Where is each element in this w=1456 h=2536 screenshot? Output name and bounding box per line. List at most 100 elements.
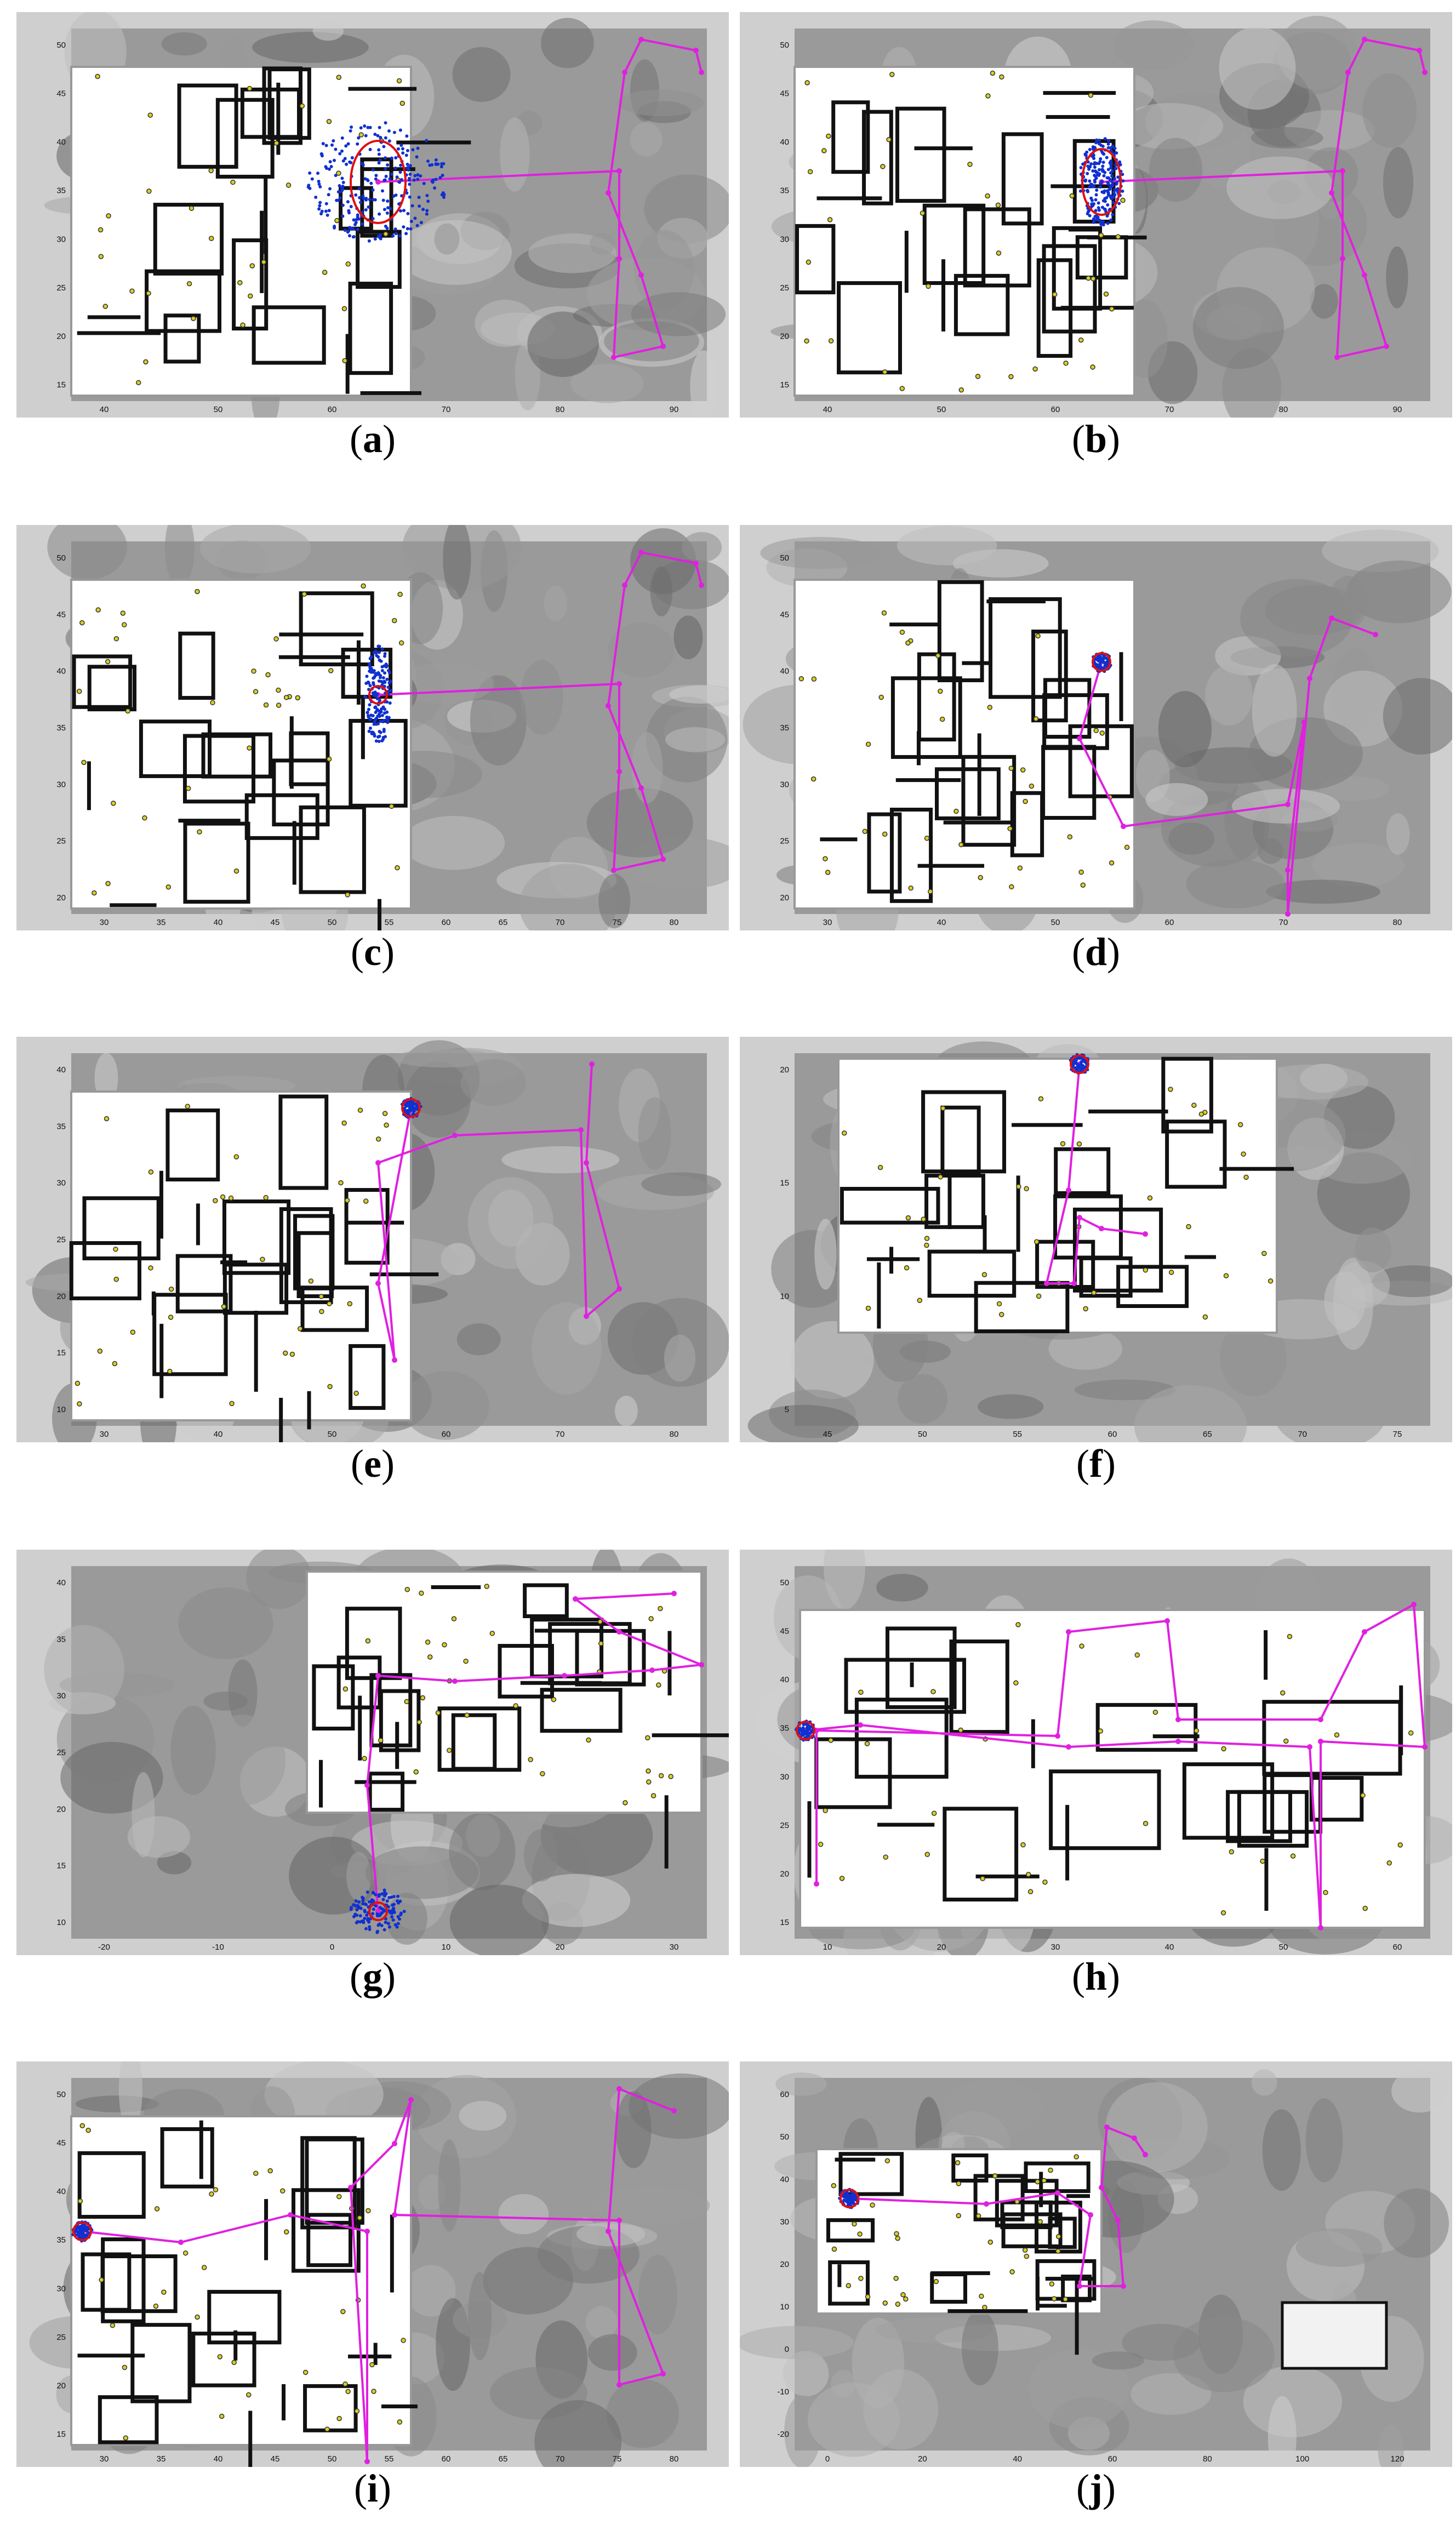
x-tick-label: 80 xyxy=(1279,405,1288,414)
y-tick-label: 25 xyxy=(780,837,789,846)
walls xyxy=(820,580,1134,903)
x-tick-label: 60 xyxy=(442,1430,451,1439)
y-tick-label: 30 xyxy=(56,235,66,244)
x-tick-label: 40 xyxy=(214,1430,223,1439)
landmarks xyxy=(76,583,404,898)
y-tick-label: 20 xyxy=(56,893,66,903)
x-tick-label: 75 xyxy=(1393,1430,1402,1439)
x-tick-label: 60 xyxy=(1108,2454,1117,2464)
panel-caption: (h) xyxy=(1071,1955,1120,1998)
panel-caption: (e) xyxy=(351,1442,395,1486)
x-tick-label: 60 xyxy=(1108,1430,1117,1439)
trajectory-markers xyxy=(375,550,704,873)
panel-caption: (f) xyxy=(1076,1442,1116,1486)
x-tick-label: 70 xyxy=(442,405,451,414)
x-tick-label: 80 xyxy=(670,918,679,927)
x-tick-label: 50 xyxy=(1051,918,1060,927)
y-tick-label: 25 xyxy=(56,283,66,293)
uncertainty-ellipse xyxy=(840,2189,859,2208)
panel-caption: (j) xyxy=(1076,2466,1116,2510)
x-tick-label: 90 xyxy=(670,405,679,414)
x-tick-label: 120 xyxy=(1390,2454,1404,2464)
y-tick-label: 35 xyxy=(56,1635,66,1644)
uncertainty-ellipse xyxy=(368,1901,388,1921)
x-tick-label: 30 xyxy=(823,918,832,927)
y-tick-label: 20 xyxy=(780,332,789,341)
x-tick-label: 80 xyxy=(1203,2454,1212,2464)
x-tick-label: 80 xyxy=(670,1430,679,1439)
uncertainty-ellipse xyxy=(1081,148,1122,216)
x-tick-label: 30 xyxy=(100,2454,109,2464)
x-tick-label: 100 xyxy=(1295,2454,1309,2464)
x-tick-label: 55 xyxy=(1013,1430,1022,1439)
x-tick-label: 35 xyxy=(157,2454,166,2464)
walls xyxy=(807,1626,1403,1911)
uncertainty-ellipse xyxy=(796,1721,815,1740)
y-tick-label: 40 xyxy=(56,2187,66,2196)
x-tick-label: 30 xyxy=(100,1430,109,1439)
panel-caption: (d) xyxy=(1071,930,1120,974)
x-tick-label: 50 xyxy=(328,1430,337,1439)
y-tick-label: 30 xyxy=(780,780,789,789)
y-tick-label: 40 xyxy=(56,667,66,676)
y-tick-label: 40 xyxy=(56,1065,66,1075)
y-tick-label: 30 xyxy=(56,1692,66,1701)
y-tick-label: 35 xyxy=(56,723,66,733)
x-tick-label: 90 xyxy=(1393,405,1402,414)
x-tick-label: 40 xyxy=(937,918,946,927)
panel-label: d xyxy=(1084,930,1107,974)
y-tick-label: 5 xyxy=(785,1405,789,1414)
trajectory-path xyxy=(1078,616,1376,915)
x-tick-label: 80 xyxy=(670,2454,679,2464)
y-tick-label: 30 xyxy=(780,235,789,244)
y-tick-label: 15 xyxy=(780,1179,789,1188)
panel-label: i xyxy=(367,2466,378,2510)
uncertainty-ellipse xyxy=(1092,652,1111,672)
y-tick-label: 25 xyxy=(56,837,66,846)
x-tick-label: 60 xyxy=(1051,405,1060,414)
x-tick-label: 60 xyxy=(1393,1943,1402,1952)
y-tick-label: 45 xyxy=(780,89,789,99)
y-tick-label: 25 xyxy=(56,1748,66,1757)
landmarks xyxy=(842,1087,1274,1320)
x-tick-label: -10 xyxy=(212,1943,224,1952)
y-tick-label: 15 xyxy=(780,1918,789,1927)
x-tick-label: 50 xyxy=(214,405,223,414)
panel-label: j xyxy=(1089,2466,1103,2510)
walls xyxy=(795,91,1147,375)
y-tick-label: 45 xyxy=(780,1627,789,1636)
y-tick-label: 40 xyxy=(56,138,66,147)
x-tick-label: 80 xyxy=(556,405,565,414)
panel-label: c xyxy=(364,930,381,974)
y-tick-label: 25 xyxy=(56,1235,66,1244)
y-tick-label: 50 xyxy=(780,553,789,563)
x-tick-label: 50 xyxy=(918,1430,927,1439)
building-floor xyxy=(799,1609,1426,1929)
y-tick-label: 30 xyxy=(780,1772,789,1781)
x-tick-label: 40 xyxy=(823,405,832,414)
x-tick-label: 30 xyxy=(100,918,109,927)
y-tick-label: 15 xyxy=(56,2430,66,2439)
panel-caption: (a) xyxy=(350,417,396,461)
x-tick-label: 35 xyxy=(157,918,166,927)
landmarks xyxy=(831,2154,1079,2310)
x-tick-label: 65 xyxy=(499,918,508,927)
x-tick-label: 70 xyxy=(556,918,565,927)
x-tick-label: 0 xyxy=(330,1943,334,1952)
panel-label: e xyxy=(364,1442,381,1486)
walls xyxy=(77,2120,418,2467)
y-tick-label: 50 xyxy=(56,553,66,563)
building-floor xyxy=(793,579,1135,910)
y-tick-label: 35 xyxy=(56,2236,66,2245)
x-tick-label: 60 xyxy=(442,918,451,927)
x-tick-label: 20 xyxy=(556,1943,565,1952)
x-tick-label: 60 xyxy=(1165,918,1174,927)
x-tick-label: 0 xyxy=(825,2454,830,2464)
y-tick-label: 30 xyxy=(56,1179,66,1188)
